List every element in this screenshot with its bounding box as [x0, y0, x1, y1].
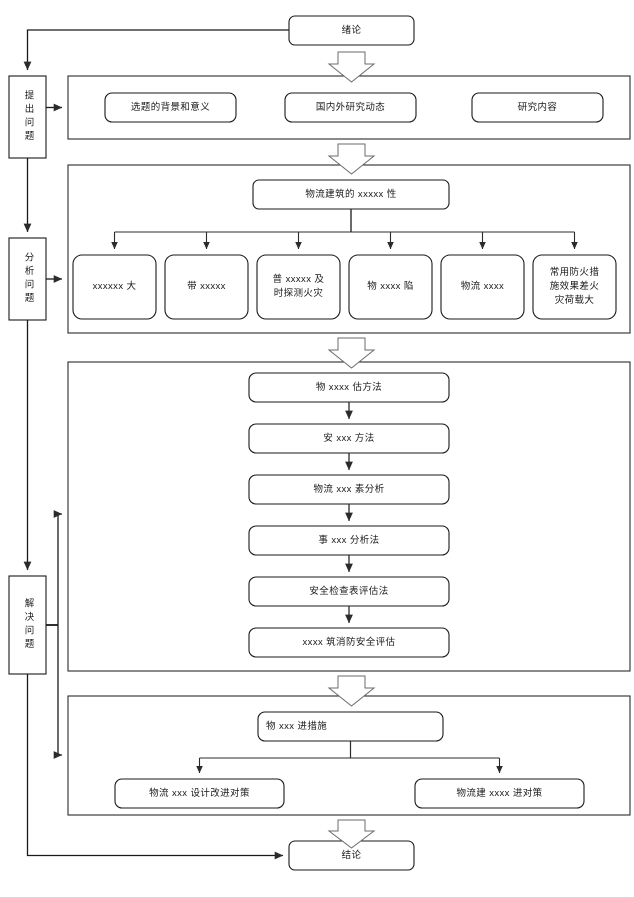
node-method-4-label: 安全检查表评估法 [309, 585, 389, 597]
node-analysis-1-label: 带 xxxxx [187, 281, 226, 293]
node-method-0-label: 物 xxxx 估方法 [315, 381, 383, 393]
node-intro-0-label: 选题的背景和意义 [130, 101, 211, 113]
stage-box-raise[interactable] [8, 75, 47, 159]
node-intro-0[interactable] [104, 92, 237, 123]
node-top-intro-label: 绪论 [341, 24, 362, 36]
stage-box-analyze[interactable] [8, 237, 47, 321]
node-analysis-2[interactable] [256, 254, 341, 320]
node-intro-1-label: 国内外研究动态 [315, 101, 386, 113]
node-intro-1[interactable] [284, 92, 417, 123]
node-method-5-label: xxxx 筑消防安全评估 [302, 636, 396, 648]
node-analysis-4[interactable] [440, 254, 525, 320]
block-arrow-intro-to-section1 [327, 51, 376, 83]
node-measures-header-label: 物 xxx 进措施 [266, 720, 328, 732]
node-analysis-3-label: 物 xxxx 陷 [367, 281, 414, 293]
node-measure-0[interactable] [114, 778, 285, 809]
node-bottom-conclusion-label: 结论 [341, 849, 362, 861]
node-method-1-label: 安 xxx 方法 [323, 432, 375, 444]
connector-intro-to-stage-raise [23, 29, 289, 71]
block-arrow-section2-to-section3 [327, 337, 376, 369]
node-measure-1-label: 物流建 xxxx 进对策 [456, 787, 543, 799]
node-method-2-label: 物流 xxx 素分析 [313, 483, 385, 495]
node-intro-2-label: 研究内容 [517, 101, 558, 113]
node-analysis-0-label: xxxxxx 大 [92, 281, 137, 293]
node-analysis-0[interactable] [72, 254, 157, 320]
stage-label-solve: 解决问题 [22, 598, 34, 652]
node-analysis-2-label: 普 xxxxx 及 时探测火灾 [272, 274, 325, 299]
node-analysis-5-label: 常用防火措 施效果差火 灾荷载大 [549, 267, 600, 306]
connector-stage-solve-to-conclusion [26, 674, 284, 860]
node-method-5[interactable] [248, 627, 450, 658]
connector-stage-solve-to-container-methods [53, 510, 63, 625]
node-analysis-4-label: 物流 xxxx [460, 281, 505, 293]
node-measure-0-label: 物流 xxx 设计改进对策 [149, 787, 250, 799]
node-analysis-1[interactable] [164, 254, 249, 320]
block-arrow-section3-to-section4 [327, 675, 376, 707]
stage-box-solve[interactable] [8, 575, 47, 675]
node-analysis-5[interactable] [532, 254, 617, 320]
node-intro-2[interactable] [471, 92, 604, 123]
node-analysis-3[interactable] [348, 254, 433, 320]
connector-stage-solve-to-container-measures [53, 625, 63, 759]
node-measure-1[interactable] [414, 778, 585, 809]
node-method-3-label: 事 xxx 分析法 [318, 534, 380, 546]
block-arrow-section1-to-section2 [327, 143, 376, 175]
block-arrow-section4-to-conclusion [327, 819, 376, 849]
stage-label-raise: 提出问题 [22, 90, 34, 144]
node-analysis-header-label: 物流建筑的 xxxxx 性 [305, 188, 397, 200]
stage-label-analyze: 分析问题 [22, 252, 34, 306]
